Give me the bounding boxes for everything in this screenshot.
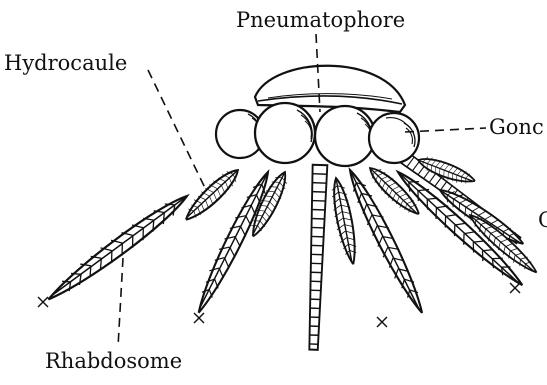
leader-hydrocaule bbox=[148, 70, 206, 190]
gonophore-sphere bbox=[369, 113, 419, 163]
stipe-tip-cross bbox=[377, 317, 387, 327]
label-edge-fragment: C bbox=[538, 208, 547, 232]
gonophore-group bbox=[216, 103, 419, 166]
label-pneumatophore: Pneumatophore bbox=[236, 8, 405, 32]
gonophore-sphere bbox=[315, 106, 375, 166]
stipe-left-middle bbox=[189, 168, 276, 316]
stipe-tip-cross bbox=[510, 283, 520, 293]
label-hydrocaule: Hydrocaule bbox=[4, 51, 127, 75]
stipe-tip-cross bbox=[194, 313, 204, 323]
stipe-center-segmented bbox=[306, 165, 327, 350]
branch-group bbox=[38, 152, 541, 350]
label-rhabdosome: Rhabdosome bbox=[45, 349, 182, 373]
stipe-left-long bbox=[42, 189, 193, 306]
stipe-tip-cross bbox=[38, 297, 48, 307]
leader-rhabdosome bbox=[118, 258, 123, 347]
gonophore-sphere bbox=[255, 103, 315, 163]
label-gonophore: Gonc bbox=[489, 115, 544, 139]
